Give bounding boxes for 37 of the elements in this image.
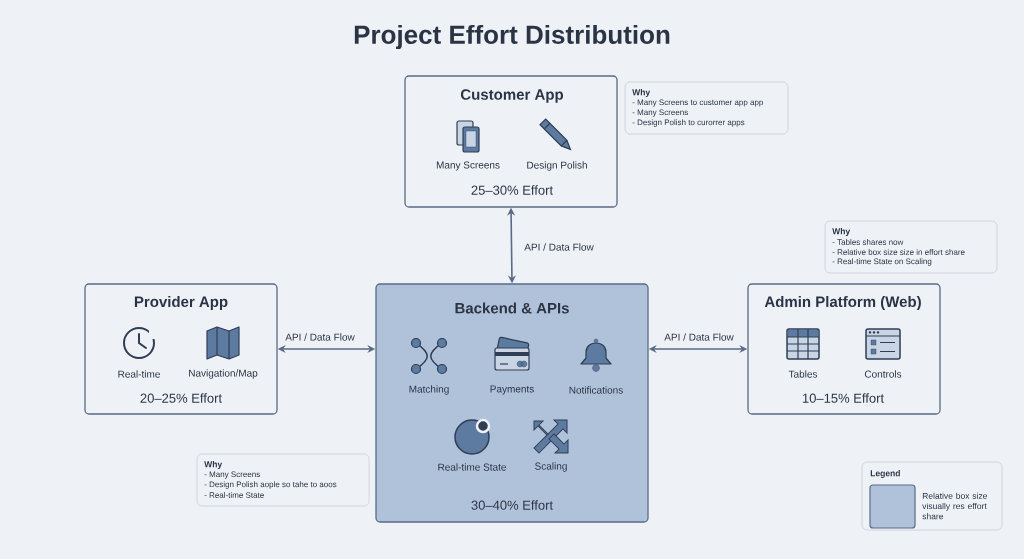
note-heading: Why bbox=[204, 461, 223, 469]
box-title: Customer App bbox=[460, 89, 564, 103]
effort-label: 30–40% Effort bbox=[471, 500, 553, 510]
note-text: - Design Polish aople so tahe to aoos bbox=[204, 481, 337, 489]
edge-label: API / Data Flow bbox=[522, 241, 596, 253]
title: Project Effort Distribution bbox=[354, 24, 670, 50]
edge-label: API / Data Flow bbox=[662, 331, 736, 343]
note-text: - Tables shares now bbox=[832, 239, 904, 245]
icon-label: Tables bbox=[788, 370, 818, 378]
note-heading: Why bbox=[832, 228, 851, 236]
icon-label: Design Polish bbox=[527, 161, 587, 171]
edge-label: API / Data Flow bbox=[283, 331, 357, 343]
effort-label: 25–30% Effort bbox=[471, 185, 553, 195]
icon-label: Matching bbox=[409, 385, 449, 395]
note-text: - Relative box size size in effort share bbox=[832, 249, 965, 255]
icon-label: Controls bbox=[864, 370, 902, 378]
note-text: - Design Polish to curorrer apps bbox=[632, 119, 745, 127]
box-title: Provider App bbox=[134, 296, 228, 310]
note-text: - Many Screens bbox=[632, 109, 688, 117]
note-heading: Why bbox=[632, 89, 651, 97]
effort-label: 20–25% Effort bbox=[140, 393, 222, 403]
legend-title: Legend bbox=[870, 470, 900, 478]
effort-label: 10–15% Effort bbox=[802, 393, 884, 403]
legend-text: Relative box size visually res effort share bbox=[922, 492, 987, 520]
icon-label: Notifications bbox=[569, 386, 623, 394]
icon-label: Real-time State bbox=[438, 463, 506, 471]
note-text: - Many Screens bbox=[204, 471, 260, 479]
icon-label: Many Screens bbox=[436, 161, 500, 171]
icon-label: Scaling bbox=[535, 462, 567, 472]
icon-label: Real-time bbox=[118, 370, 160, 378]
icon-label: Payments bbox=[490, 385, 534, 395]
note-text: - Many Screens to customer app app bbox=[632, 99, 763, 107]
box-title: Backend & APIs bbox=[455, 302, 569, 314]
box-title: Admin Platform (Web) bbox=[764, 296, 921, 310]
note-text: - Real-time State bbox=[204, 492, 264, 498]
note-text: - Real-time State on Scaling bbox=[832, 258, 932, 266]
icon-label: Navigation/Map bbox=[189, 369, 258, 379]
